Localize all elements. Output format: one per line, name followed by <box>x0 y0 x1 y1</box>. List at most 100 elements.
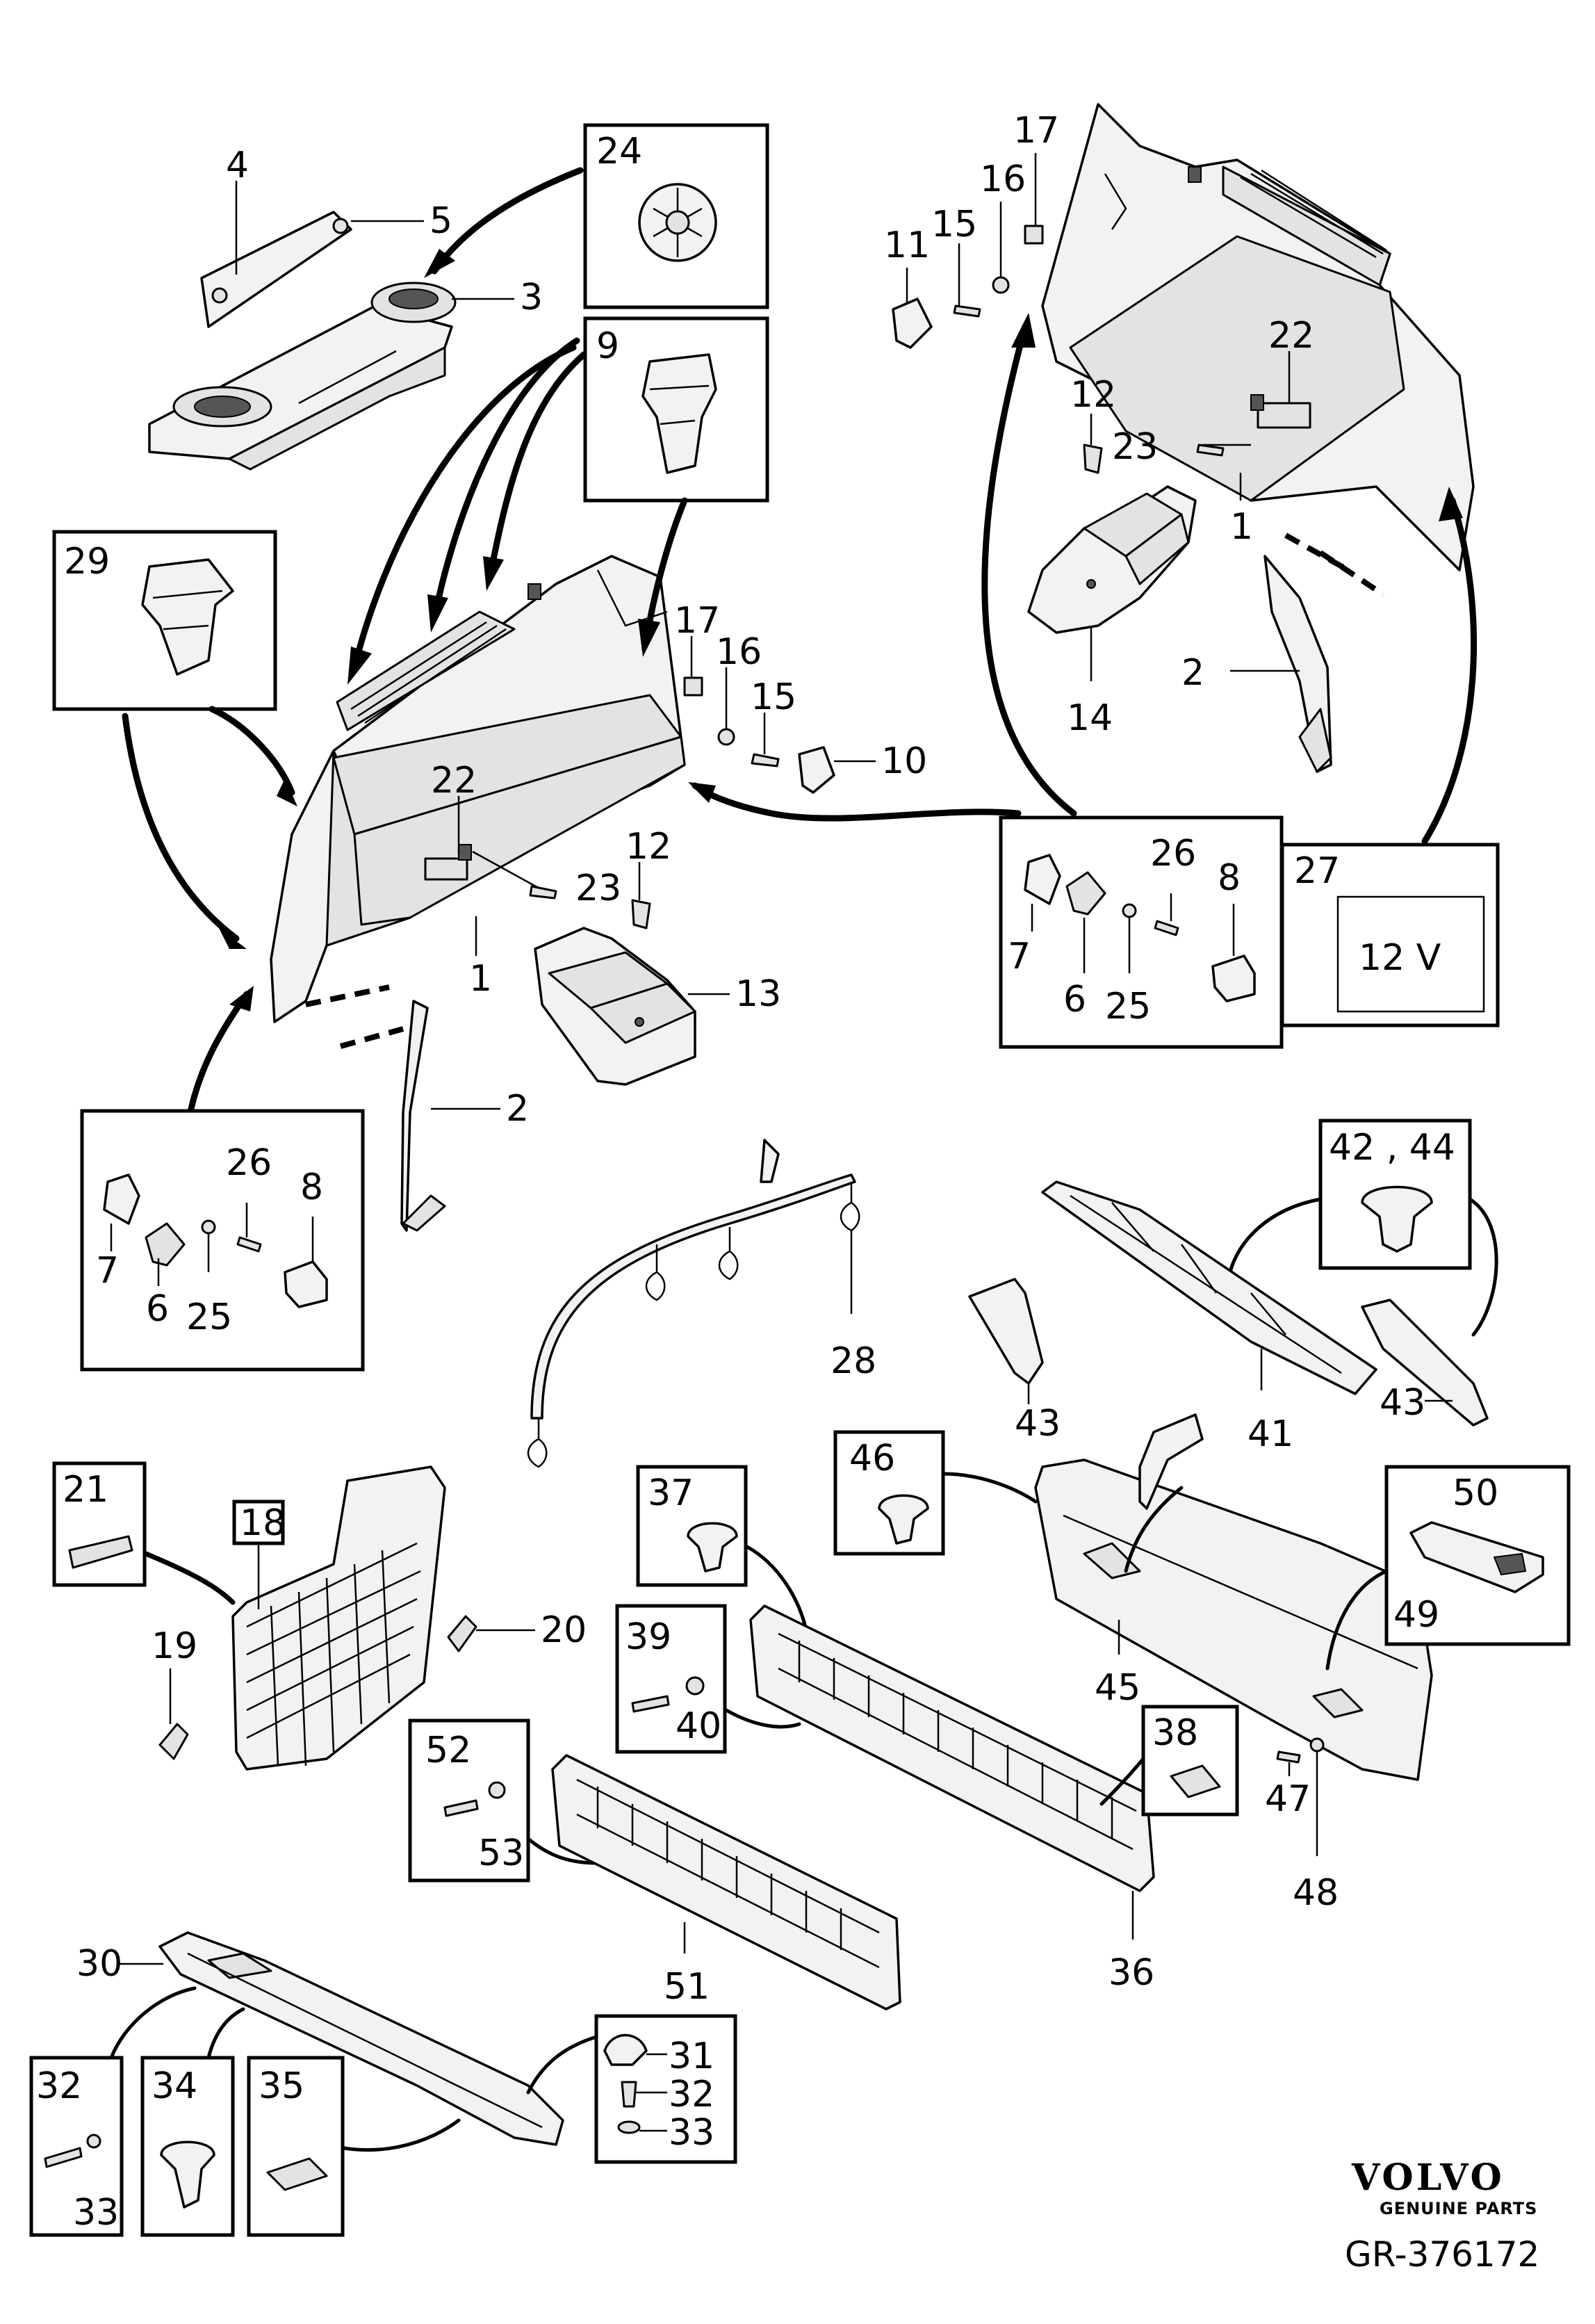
detail-box-46 <box>833 1430 945 1556</box>
callout-40: 40 <box>676 1705 721 1747</box>
callout-12-left: 12 <box>625 826 671 868</box>
callout-39: 39 <box>625 1616 671 1658</box>
callout-22-right: 22 <box>1268 315 1314 357</box>
socket-box-left <box>80 1109 365 1372</box>
callout-37: 37 <box>648 1472 694 1514</box>
callout-32: 32 <box>36 2065 82 2107</box>
callout-53: 53 <box>478 1833 524 1874</box>
callout-27: 27 <box>1294 850 1340 892</box>
callout-6-left: 6 <box>146 1288 169 1330</box>
screw-15-left <box>751 753 780 767</box>
callout-4: 4 <box>226 145 249 186</box>
detail-box-24 <box>583 123 769 309</box>
callout-5: 5 <box>430 200 452 242</box>
diagram-reference: GR-376172 <box>1345 2234 1539 2275</box>
detail-box-35 <box>247 2056 345 2237</box>
strap-28 <box>527 1139 860 1468</box>
washer-16-left <box>717 728 735 746</box>
callout-30: 30 <box>76 1943 122 1985</box>
detail-box-32-33 <box>29 2056 124 2237</box>
callout-42-44: 42 , 44 <box>1329 1127 1455 1169</box>
callout-19: 19 <box>152 1625 197 1667</box>
callout-28: 28 <box>831 1340 876 1382</box>
trim-43-left <box>968 1278 1044 1385</box>
brand-logo: VOLVO <box>1351 2156 1505 2199</box>
washer-16-right <box>992 276 1010 294</box>
detail-box-21 <box>52 1461 147 1587</box>
callout-31: 31 <box>669 2035 714 2077</box>
callout-46: 46 <box>849 1438 895 1479</box>
callout-29: 29 <box>64 541 110 583</box>
trim-43-right <box>1361 1299 1489 1427</box>
callout-20: 20 <box>541 1609 587 1651</box>
callout-3: 3 <box>520 277 543 318</box>
detail-box-52-53 <box>408 1718 530 1883</box>
callout-10: 10 <box>881 740 927 782</box>
clip-34-icon <box>160 2140 215 2209</box>
callout-13: 13 <box>735 973 781 1015</box>
callout-36: 36 <box>1109 1952 1154 1994</box>
screw-21-icon <box>68 1535 133 1569</box>
callout-17-right: 17 <box>1013 110 1059 152</box>
callout-35: 35 <box>259 2065 304 2107</box>
callout-1-left: 1 <box>469 958 492 1000</box>
callout-26-left: 26 <box>226 1142 272 1184</box>
callout-21: 21 <box>63 1469 108 1511</box>
trim-piece-2-right <box>1263 555 1332 773</box>
callout-49: 49 <box>1393 1594 1439 1636</box>
pad-17-left <box>683 676 703 697</box>
bracket-14 <box>1027 485 1197 634</box>
cap-11 <box>892 298 933 349</box>
detail-box-37 <box>636 1465 748 1587</box>
bracket-13 <box>534 927 696 1086</box>
clip-46-icon <box>878 1494 929 1545</box>
callout-43-right: 43 <box>1380 1382 1425 1424</box>
socket-12v-label: 12 V <box>1359 937 1441 979</box>
screw-15-right <box>953 304 981 318</box>
divider-panel-51 <box>551 1754 901 2010</box>
cap-10 <box>798 746 835 794</box>
callout-15-right: 15 <box>931 204 977 245</box>
callout-8-right: 8 <box>1218 857 1241 899</box>
side-trim-panel-1-right <box>1041 103 1475 571</box>
cargo-net-18 <box>231 1465 446 1771</box>
handle-45 <box>1138 1413 1204 1510</box>
callout-2-left: 2 <box>506 1088 529 1130</box>
callout-25-right: 25 <box>1105 986 1151 1027</box>
clip-24-icon <box>638 183 717 262</box>
callout-18: 18 <box>240 1502 286 1544</box>
callout-12-right: 12 <box>1070 374 1116 416</box>
callout-41: 41 <box>1248 1413 1293 1455</box>
clip-42-icon <box>1361 1185 1433 1253</box>
detail-box-39-40 <box>615 1604 727 1754</box>
callout-7-right: 7 <box>1008 936 1031 977</box>
callout-51: 51 <box>664 1966 710 2008</box>
callout-47: 47 <box>1265 1778 1311 1820</box>
callout-11: 11 <box>884 225 930 266</box>
callout-43-left: 43 <box>1015 1403 1061 1445</box>
clip-35-icon <box>266 2157 328 2191</box>
socket-box-27 <box>1280 843 1500 1027</box>
lamp-49-icon <box>1409 1521 1544 1593</box>
socket-parts-left <box>103 1173 328 1308</box>
callout-7-left: 7 <box>96 1250 119 1292</box>
clip-12-right <box>1083 444 1103 474</box>
callout-24: 24 <box>596 131 642 172</box>
crossbar-30 <box>158 1931 564 2146</box>
cover-plate-4 <box>200 211 352 328</box>
callout-16-right: 16 <box>980 159 1026 200</box>
callout-6-right: 6 <box>1063 979 1086 1021</box>
trim-piece-2-left <box>400 1000 446 1232</box>
brand-tagline: GENUINE PARTS <box>1380 2199 1537 2218</box>
callout-2-right: 2 <box>1181 652 1204 694</box>
callout-48: 48 <box>1293 1872 1339 1914</box>
callout-9: 9 <box>596 325 619 367</box>
callout-52: 52 <box>425 1730 471 1771</box>
sill-trim-41 <box>1041 1180 1377 1395</box>
side-trim-panel-1-left <box>270 555 686 1023</box>
callout-1-right: 1 <box>1230 506 1253 548</box>
socket-12v-label-frame <box>1336 895 1485 1013</box>
pad-17-right <box>1024 225 1044 245</box>
callout-22-left: 22 <box>431 760 477 802</box>
